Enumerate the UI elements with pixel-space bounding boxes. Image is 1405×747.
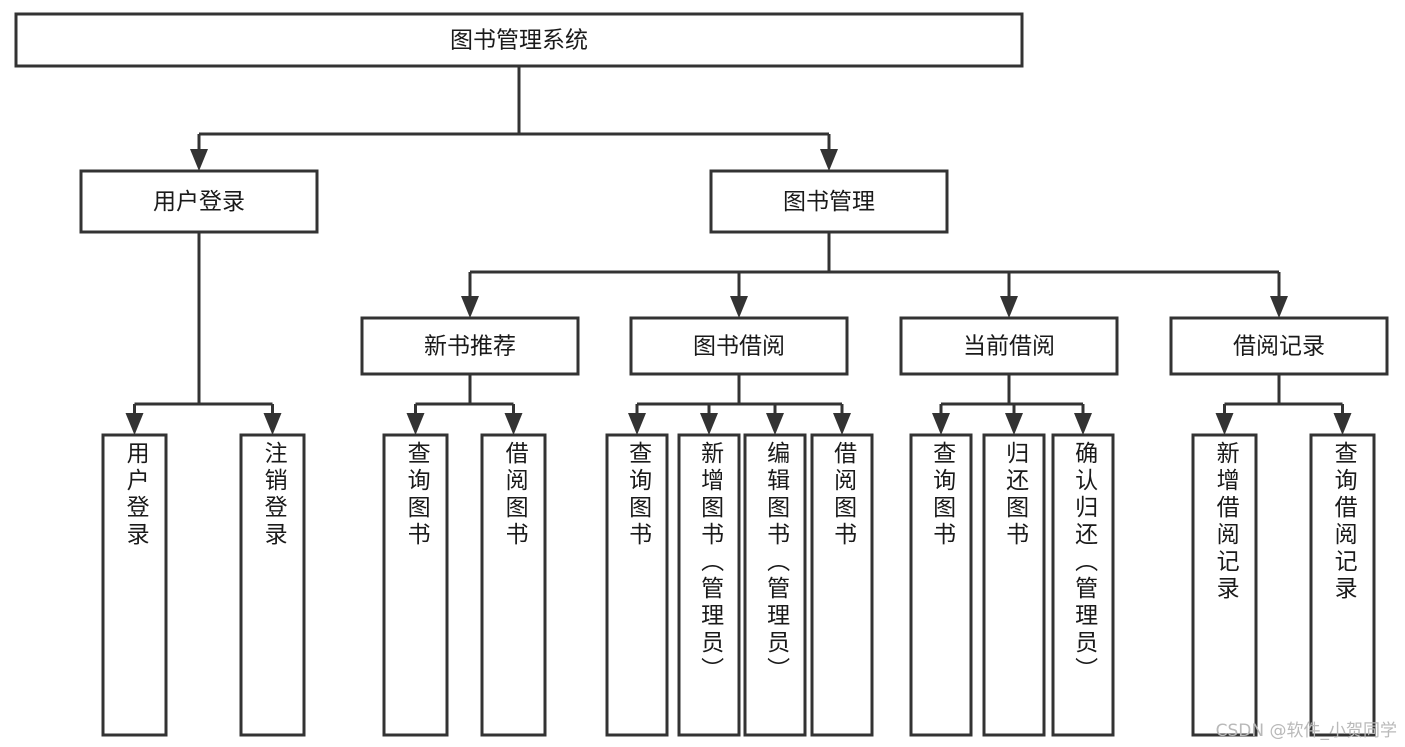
node-book-manage-box[interactable]: [709, 169, 949, 234]
node-leaf-logout-box[interactable]: [239, 433, 306, 737]
node-leaf-query-book-1-box[interactable]: [382, 433, 449, 737]
node-root-root-label: 图书管理系统: [450, 28, 588, 54]
node-book-manage-label: 图书管理: [783, 189, 875, 215]
node-leaf-borrow-book-2-label: 借阅图书: [829, 441, 856, 549]
node-user-login-label: 用户登录: [153, 189, 245, 215]
node-book-borrow-label: 图书借阅: [693, 334, 785, 360]
node-leaf-user-login-label: 用户登录: [122, 441, 149, 549]
arrow-down-icon-l2-0: [190, 149, 208, 171]
node-leaf-edit-book[interactable]: 编辑图书（管理员）: [743, 433, 807, 737]
node-leaf-query-book-2[interactable]: 查询图书: [605, 433, 669, 737]
arrow-down-icon-current-borrow-2: [1074, 413, 1092, 435]
node-leaf-confirm-return-label-wrap: 确认归还（管理员）: [1070, 441, 1097, 684]
node-leaf-query-record-box[interactable]: [1309, 433, 1376, 737]
node-leaf-add-book-label: 新增图书（管理员）: [696, 441, 723, 684]
node-leaf-edit-book-box[interactable]: [743, 433, 807, 737]
node-user-login-box[interactable]: [79, 169, 319, 234]
node-leaf-query-book-2-box[interactable]: [605, 433, 669, 737]
node-new-book-rec[interactable]: 新书推荐: [360, 316, 580, 376]
node-leaf-return-book[interactable]: 归还图书: [982, 433, 1046, 737]
node-leaf-query-record[interactable]: 查询借阅记录: [1309, 433, 1376, 737]
node-leaf-query-book-3-label: 查询图书: [928, 441, 955, 549]
node-leaf-borrow-book-2-label-wrap: 借阅图书: [829, 441, 856, 549]
node-book-borrow-box[interactable]: [629, 316, 849, 376]
node-current-borrow-label: 当前借阅: [963, 334, 1055, 360]
node-leaf-query-book-2-label: 查询图书: [624, 441, 651, 549]
node-root-root[interactable]: 图书管理系统: [14, 12, 1024, 68]
arrow-down-icon-user-login-1: [263, 413, 282, 435]
node-leaf-add-record-label-wrap: 新增借阅记录: [1212, 441, 1239, 603]
node-leaf-add-book[interactable]: 新增图书（管理员）: [677, 433, 741, 737]
node-leaf-user-login-box[interactable]: [101, 433, 168, 737]
node-leaf-borrow-book-1-label: 借阅图书: [501, 441, 528, 549]
node-root-root-box[interactable]: [14, 12, 1024, 68]
node-current-borrow-box[interactable]: [899, 316, 1119, 376]
node-leaf-edit-book-label-wrap: 编辑图书（管理员）: [762, 441, 789, 684]
arrow-down-icon-l3-3: [1270, 296, 1288, 318]
node-leaf-logout[interactable]: 注销登录: [239, 433, 306, 737]
arrow-down-icon-user-login-0: [125, 413, 144, 435]
node-borrow-record[interactable]: 借阅记录: [1169, 316, 1389, 376]
connector-layer: [125, 66, 1352, 435]
node-book-borrow[interactable]: 图书借阅: [629, 316, 849, 376]
node-leaf-confirm-return-label: 确认归还（管理员）: [1070, 441, 1097, 684]
arrow-down-icon-borrow-record-0: [1215, 413, 1234, 435]
arrow-down-icon-new-book-rec-1: [504, 413, 523, 435]
node-leaf-query-book-3-box[interactable]: [909, 433, 973, 737]
arrow-down-icon-book-borrow-2: [766, 413, 784, 435]
arrow-down-icon-book-borrow-3: [833, 413, 851, 435]
node-leaf-return-book-label-wrap: 归还图书: [1001, 441, 1028, 549]
node-leaf-borrow-book-1-label-wrap: 借阅图书: [501, 441, 528, 549]
node-leaf-borrow-book-1-box[interactable]: [480, 433, 547, 737]
node-leaf-query-book-3-label-wrap: 查询图书: [928, 441, 955, 549]
node-current-borrow[interactable]: 当前借阅: [899, 316, 1119, 376]
arrow-down-icon-l3-2: [1000, 296, 1018, 318]
arrow-down-icon-current-borrow-0: [932, 413, 950, 435]
node-new-book-rec-label: 新书推荐: [424, 334, 516, 360]
node-borrow-record-label: 借阅记录: [1233, 334, 1325, 360]
node-leaf-query-book-2-label-wrap: 查询图书: [624, 441, 651, 549]
arrow-down-icon-l3-0: [461, 296, 479, 318]
node-leaf-add-book-label-wrap: 新增图书（管理员）: [696, 441, 723, 684]
node-leaf-query-record-label-wrap: 查询借阅记录: [1330, 441, 1357, 603]
node-leaf-query-book-3[interactable]: 查询图书: [909, 433, 973, 737]
arrow-down-icon-new-book-rec-0: [406, 413, 425, 435]
node-book-manage[interactable]: 图书管理: [709, 169, 949, 234]
node-leaf-borrow-book-2-box[interactable]: [810, 433, 874, 737]
arrow-down-icon-borrow-record-1: [1333, 413, 1352, 435]
node-leaf-add-record-label: 新增借阅记录: [1212, 441, 1239, 603]
arrow-down-icon-current-borrow-1: [1005, 413, 1023, 435]
arrow-down-icon-book-borrow-0: [628, 413, 646, 435]
node-leaf-add-record-box[interactable]: [1191, 433, 1258, 737]
node-user-login[interactable]: 用户登录: [79, 169, 319, 234]
node-leaf-logout-label: 注销登录: [260, 441, 287, 549]
arrow-down-icon-l2-1: [820, 149, 838, 171]
node-leaf-edit-book-label: 编辑图书（管理员）: [762, 441, 789, 684]
node-borrow-record-box[interactable]: [1169, 316, 1389, 376]
node-leaf-return-book-label: 归还图书: [1001, 441, 1028, 549]
arrow-down-icon-l3-1: [730, 296, 748, 318]
node-leaf-logout-label-wrap: 注销登录: [260, 441, 287, 549]
node-leaf-query-book-1-label: 查询图书: [403, 441, 430, 549]
node-leaf-add-book-box[interactable]: [677, 433, 741, 737]
node-new-book-rec-box[interactable]: [360, 316, 580, 376]
node-leaf-user-login[interactable]: 用户登录: [101, 433, 168, 737]
node-leaf-confirm-return[interactable]: 确认归还（管理员）: [1051, 433, 1115, 737]
node-leaf-borrow-book-2[interactable]: 借阅图书: [810, 433, 874, 737]
node-leaf-query-book-1[interactable]: 查询图书: [382, 433, 449, 737]
node-leaf-confirm-return-box[interactable]: [1051, 433, 1115, 737]
node-leaf-add-record[interactable]: 新增借阅记录: [1191, 433, 1258, 737]
node-layer: 图书管理系统用户登录图书管理新书推荐图书借阅当前借阅借阅记录用户登录注销登录查询…: [14, 12, 1389, 737]
node-leaf-return-book-box[interactable]: [982, 433, 1046, 737]
node-leaf-query-book-1-label-wrap: 查询图书: [403, 441, 430, 549]
node-leaf-borrow-book-1[interactable]: 借阅图书: [480, 433, 547, 737]
arrow-down-icon-book-borrow-1: [700, 413, 718, 435]
node-leaf-query-record-label: 查询借阅记录: [1330, 441, 1357, 603]
node-leaf-user-login-label-wrap: 用户登录: [122, 441, 149, 549]
